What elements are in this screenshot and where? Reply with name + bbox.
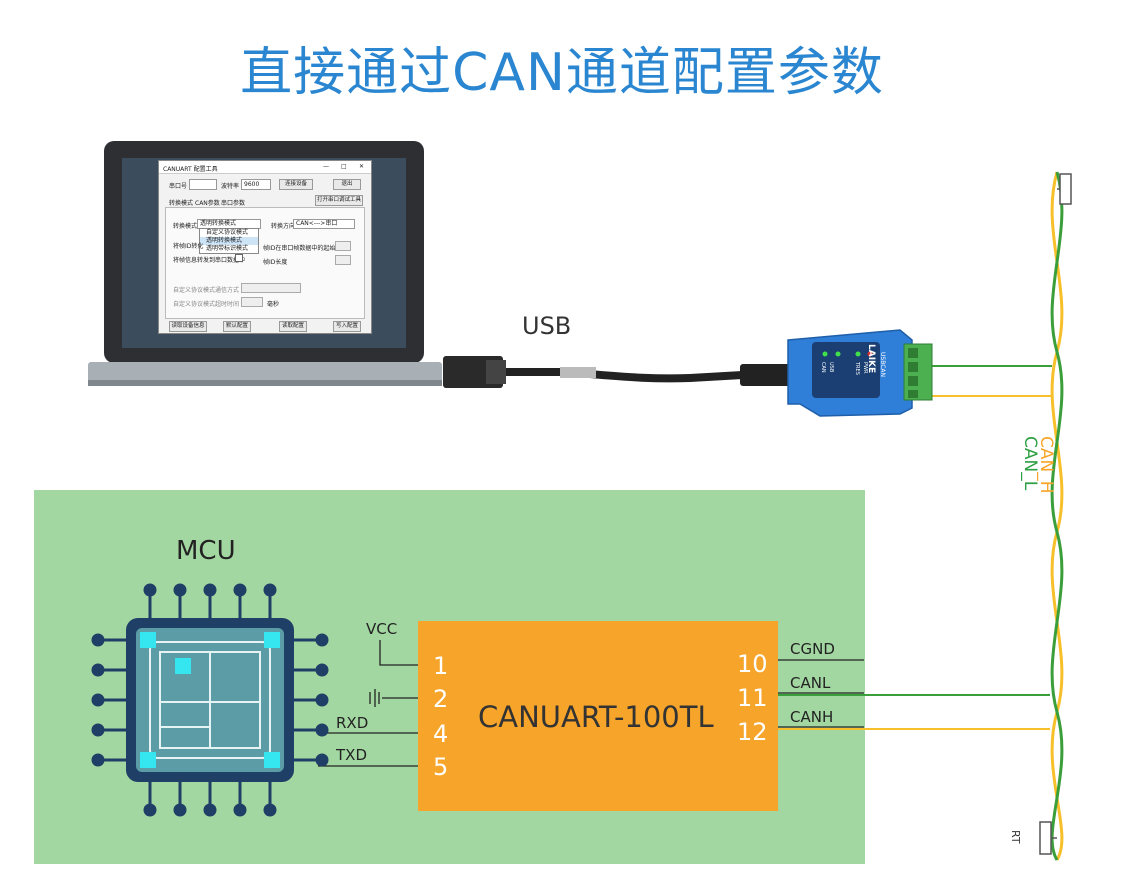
option-tagged[interactable]: 透明带标识模式 [206, 245, 249, 252]
vcc-label: VCC [366, 620, 398, 638]
mode-label: 转换模式 [173, 223, 198, 230]
cgnd-label: CGND [790, 640, 835, 658]
tab-mode[interactable]: 转换模式 [169, 200, 194, 207]
app-window: CANUART 配置工具 — □ ✕ 串口号 波特率 9600 连接设备 退出 … [158, 160, 372, 334]
pin-10: 10 [737, 650, 768, 678]
rxd-label: RXD [336, 714, 369, 732]
port-select[interactable] [189, 179, 217, 190]
terminator-bottom [1039, 821, 1052, 855]
proto-mode-select[interactable] [241, 283, 301, 293]
canl-label: CANL [790, 674, 831, 692]
frame-info-checkbox[interactable] [235, 254, 243, 262]
usb-label: USB [522, 312, 572, 340]
mcu-chip [91, 583, 329, 817]
canuart-module [418, 621, 778, 811]
id-offset-field[interactable] [335, 241, 351, 251]
usb-cable [500, 368, 761, 383]
option-custom[interactable]: 自定义协议模式 [206, 229, 249, 236]
usbcan-adapter [787, 329, 933, 417]
page-title: 直接通过CAN通道配置参数 [240, 43, 884, 103]
pin-1: 1 [433, 652, 449, 680]
default-config-button[interactable]: 默认配置 [223, 321, 251, 332]
id-length-label: 帧ID长度 [263, 259, 288, 266]
exit-button[interactable]: 退出 [333, 179, 361, 190]
id-offset-label: 帧ID在串口帧数据中的起始位置 [263, 245, 348, 252]
proto-mode-label: 自定义协议模式通信方式 [173, 287, 240, 294]
can-bus-twisted-pair [1050, 171, 1064, 861]
pin-5: 5 [433, 753, 449, 781]
mcu-label: MCU [176, 536, 236, 566]
pin-4: 4 [433, 720, 449, 748]
terminator-top [1059, 173, 1072, 205]
can-l-label: CAN_L [1020, 436, 1040, 491]
direction-label: 转换方向 [271, 223, 296, 230]
write-config-button[interactable]: 写入配置 [333, 321, 361, 332]
close-button[interactable]: ✕ [359, 163, 365, 170]
adapter-model: USBCAN [879, 352, 886, 377]
led-usb: USB [828, 362, 834, 373]
terminator-label: RT [1009, 830, 1022, 844]
mode-dropdown: 自定义协议模式 透明转换模式 透明带标识模式 [199, 228, 259, 254]
connect-button[interactable]: 连接设备 [279, 179, 313, 190]
window-title: CANUART 配置工具 [163, 166, 218, 173]
id-length-field[interactable] [335, 255, 351, 265]
can-l-wire [1050, 171, 1064, 861]
pin-11: 11 [737, 684, 768, 712]
unit-label: 毫秒 [267, 301, 280, 308]
tab-can[interactable]: CAN参数 [195, 200, 220, 207]
canh-label: CANH [790, 708, 834, 726]
pin-12: 12 [737, 718, 768, 746]
maximize-button[interactable]: □ [341, 163, 347, 170]
proto-timeout-label: 自定义协议模式超时时间 [173, 301, 240, 308]
tab-serial[interactable]: 串口参数 [221, 200, 246, 207]
direction-select[interactable]: CAN<--->串口 [293, 219, 355, 229]
pin-2: 2 [433, 685, 449, 713]
baud-label: 波特率 [221, 183, 240, 190]
module-name: CANUART-100TL [478, 700, 714, 734]
open-serial-tool-button[interactable]: 打开串口调试工具 [315, 195, 363, 206]
led-can: CAN [820, 362, 826, 373]
read-device-info-button[interactable]: 读取设备信息 [169, 321, 207, 332]
port-label: 串口号 [169, 183, 188, 190]
minimize-button[interactable]: — [323, 163, 329, 170]
id-label: 将帧ID转化 [173, 243, 204, 250]
option-transparent[interactable]: 透明转换模式 [200, 237, 258, 245]
led-pwr: PWR [862, 362, 868, 374]
proto-timeout-field[interactable] [241, 297, 263, 307]
txd-label: TXD [336, 746, 367, 764]
baud-select[interactable]: 9600 [241, 179, 271, 190]
led-tres: TRES [854, 362, 860, 375]
read-config-button[interactable]: 读取配置 [279, 321, 307, 332]
frame-info-label: 将帧信息转发到串口数据中 [173, 257, 246, 264]
